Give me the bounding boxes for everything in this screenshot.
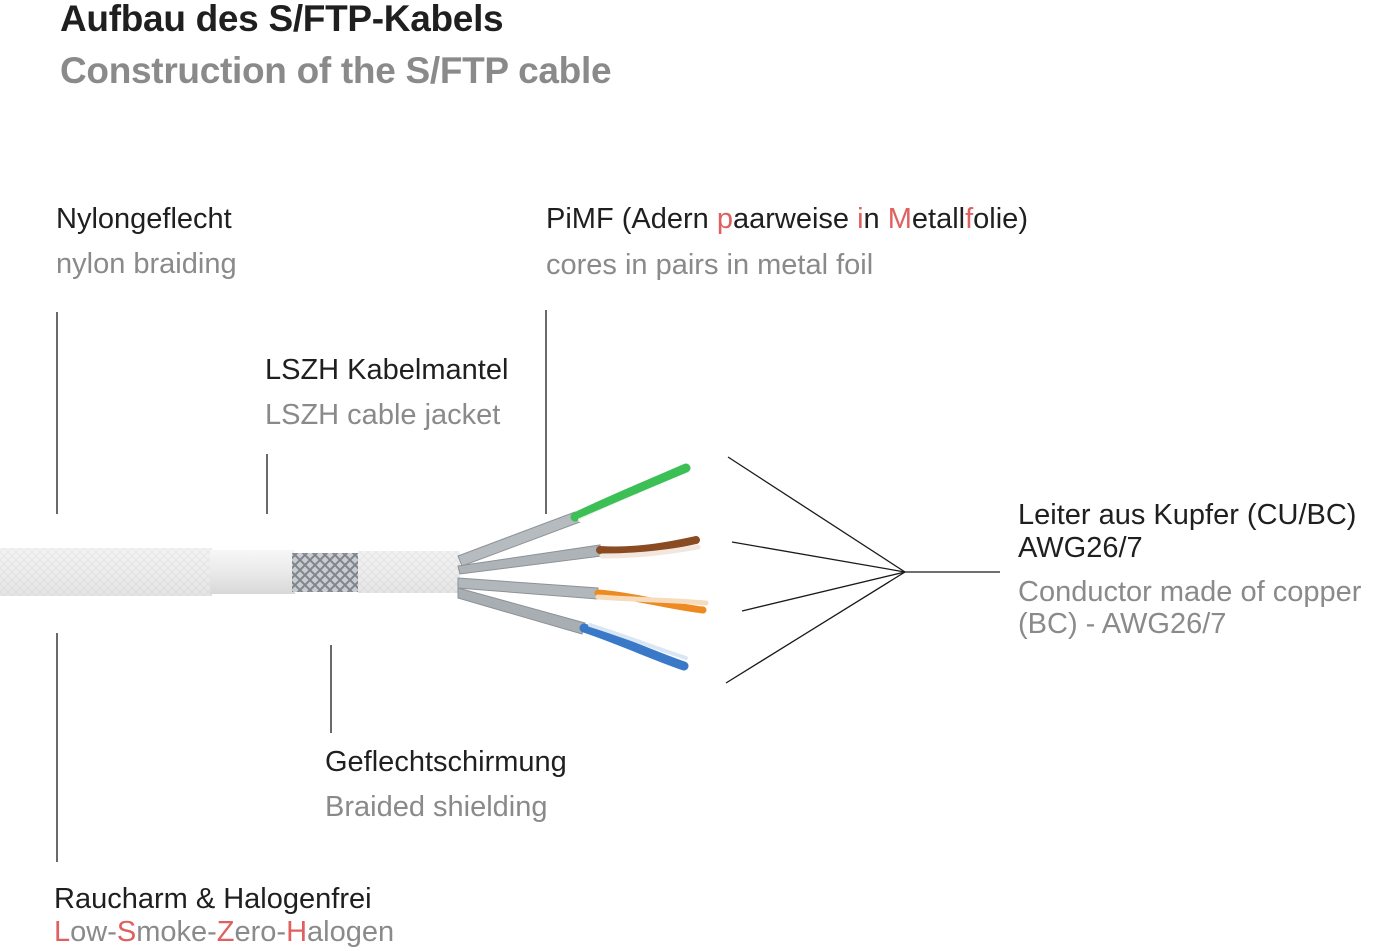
title-english: Construction of the S/FTP cable [60, 50, 612, 91]
inner-sheath [358, 551, 460, 593]
jacket-label-en: LSZH cable jacket [265, 399, 501, 431]
conductor-label-de-2: AWG26/7 [1018, 532, 1143, 564]
conductor-leader-orange [741, 571, 906, 612]
conductor-leader-blue [725, 571, 906, 684]
title-german: Aufbau des S/FTP-Kabels [60, 0, 504, 39]
conductor-leader-green [727, 456, 906, 573]
brown-pair [596, 536, 701, 559]
blue-pair [579, 623, 689, 671]
conductor-label-en-2: (BC) - AWG26/7 [1018, 608, 1227, 640]
lszh-label-de: Raucharm & Halogenfrei [54, 883, 372, 915]
orange-pair [594, 589, 709, 614]
foil-pairs [457, 511, 603, 635]
pimf-label-de: PiMF (Adern paarweise in Metallfolie) [546, 203, 1028, 235]
shielding-label-en: Braided shielding [325, 791, 548, 823]
conductor-label-de-1: Leiter aus Kupfer (CU/BC) [1018, 499, 1357, 531]
green-pair [570, 463, 691, 522]
nylon-label-en: nylon braiding [56, 248, 237, 280]
jacket-label-de: LSZH Kabelmantel [265, 354, 509, 386]
pimf-label-en: cores in pairs in metal foil [546, 249, 874, 281]
lszh-jacket [210, 550, 295, 594]
lszh-label-en: Low-Smoke-Zero-Halogen [54, 916, 395, 948]
shielding-label-de: Geflechtschirmung [325, 746, 567, 778]
conductor-label-en-1: Conductor made of copper [1018, 576, 1362, 608]
leader-lines [56, 310, 1000, 862]
nylon-label-de: Nylongeflecht [56, 203, 232, 235]
braided-shield [292, 553, 360, 592]
nylon-braid-jacket [0, 548, 212, 596]
conductor-leader-brown [731, 541, 906, 573]
